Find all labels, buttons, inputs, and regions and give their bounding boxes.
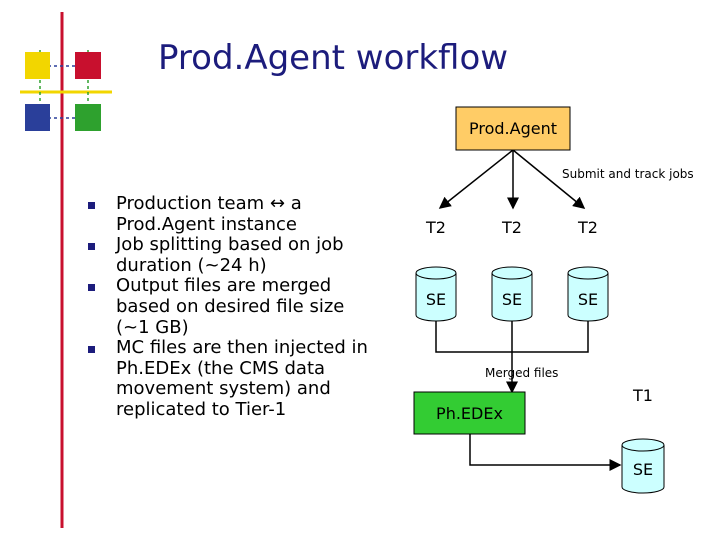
t2-label: T2	[502, 218, 522, 237]
page-title: Prod.Agent workflow	[158, 38, 509, 78]
bullet-item: Job splitting based on job duration (~24…	[88, 234, 378, 276]
t1-label: T1	[633, 386, 653, 405]
bullet-square-icon	[88, 243, 95, 251]
bullet-item: Production team ↔ a Prod.Agent instance	[88, 193, 378, 235]
merged-files-label: Merged files	[485, 366, 559, 380]
t2-label: T2	[426, 218, 446, 237]
phedex-label: Ph.EDEx	[436, 403, 503, 423]
se-label: SE	[425, 290, 447, 309]
t1-se-cylinder	[621, 438, 665, 494]
se-cylinder	[491, 266, 533, 322]
bullet-square-icon	[88, 202, 95, 209]
logo-yellow-square	[25, 52, 50, 79]
bullet-item: MC files are then injected in Ph.EDEx (t…	[88, 337, 378, 420]
bullet-square-icon	[88, 346, 95, 354]
bullet-item: Output files are merged based on desired…	[88, 276, 378, 338]
prodagent-box	[455, 106, 571, 151]
arrow-to-t1-se	[469, 434, 622, 471]
se-cylinder	[567, 266, 609, 322]
se-label: SE	[577, 290, 599, 309]
bullet-list: Production team ↔ a Prod.Agent instance …	[88, 193, 378, 421]
prodagent-label: Prod.Agent	[469, 119, 557, 138]
t1-se-label: SE	[632, 460, 654, 479]
logo-red-square	[75, 52, 101, 79]
arrow-to-t2-right	[512, 149, 586, 209]
submit-label: Submit and track jobs	[562, 167, 694, 181]
se-cylinder	[415, 266, 457, 322]
logo-green-square	[75, 104, 101, 131]
se-label: SE	[501, 290, 523, 309]
phedex-box	[413, 391, 526, 435]
t2-label: T2	[578, 218, 598, 237]
bullet-square-icon	[88, 284, 95, 292]
logo-blue-square	[25, 104, 50, 131]
arrow-to-t2-left	[438, 149, 514, 209]
